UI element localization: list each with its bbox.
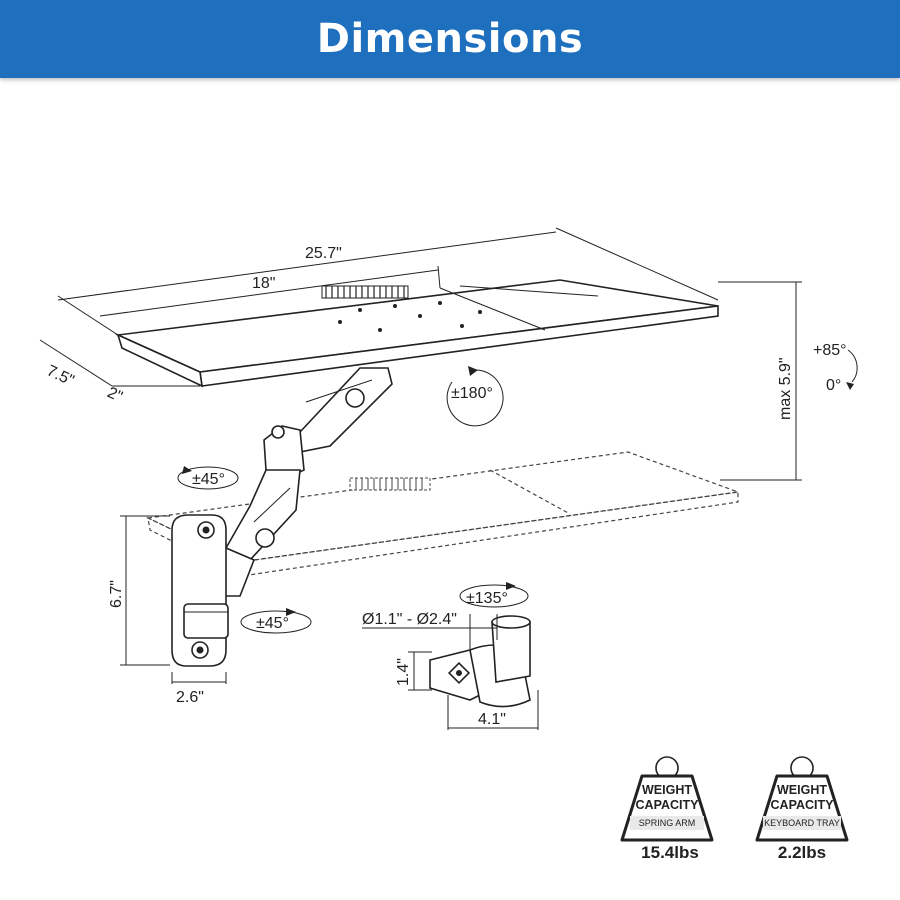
rotation-mid: ±45° xyxy=(177,466,239,490)
desk-clamp xyxy=(429,615,531,708)
weight-badge-spring-arm: WEIGHT CAPACITY SPRING ARM 15.4lbs xyxy=(620,756,714,862)
rotate-arrow-icon xyxy=(286,608,296,616)
tray-length-dimension: 25.7" xyxy=(57,227,719,336)
badge-title-line2: CAPACITY xyxy=(771,798,835,812)
rotation-clamp-label: ±135° xyxy=(466,590,508,607)
rotation-tray: ±180° xyxy=(446,366,504,427)
weight-badge-keyboard-tray: WEIGHT CAPACITY KEYBOARD TRAY 2.2lbs xyxy=(755,756,849,862)
tray-depth-label: 7.5" xyxy=(44,362,76,389)
clamp-diameter-dimension: Ø1.1" - Ø2.4" xyxy=(362,611,498,650)
clamp-width-label: 4.1" xyxy=(478,711,506,728)
page-title: Dimensions xyxy=(316,16,584,62)
tray-lip-label: 2" xyxy=(105,384,125,406)
rotate-arrow-icon xyxy=(182,466,192,474)
rotate-arrow-icon xyxy=(506,582,516,590)
clamp-height-label: 1.4" xyxy=(395,658,412,686)
badge-subtitle: KEYBOARD TRAY xyxy=(764,818,840,828)
keyboard-area-dimension: 18" xyxy=(99,265,441,317)
max-height-dimension: max 5.9" xyxy=(718,281,802,481)
clamp-diameter-label: Ø1.1" - Ø2.4" xyxy=(362,611,457,628)
clamp-height-dimension: 1.4" xyxy=(395,651,432,691)
wall-plate-width-dimension: 2.6" xyxy=(171,672,227,706)
wall-plate-height-dimension: 6.7" xyxy=(108,515,170,666)
clamp-width-dimension: 4.1" xyxy=(447,690,539,730)
tilt-indicator: +85° 0° xyxy=(813,342,858,394)
keyboard-tray-lowered xyxy=(145,451,739,578)
tray-length-label: 25.7" xyxy=(305,245,342,262)
tilt-up-label: +85° xyxy=(813,342,847,359)
rotation-mid-label: ±45° xyxy=(192,471,225,488)
badge-title-line2: CAPACITY xyxy=(636,798,700,812)
keyboard-area-label: 18" xyxy=(252,275,275,292)
rotation-tray-label: ±180° xyxy=(451,385,493,402)
keyboard-tray-raised xyxy=(115,279,719,388)
max-height-label: max 5.9" xyxy=(777,357,794,420)
wall-plate xyxy=(171,514,229,667)
rotation-base: ±45° xyxy=(240,608,312,634)
header-banner: Dimensions xyxy=(0,0,900,78)
rotation-clamp: ±135° xyxy=(459,582,529,608)
wall-plate-width-label: 2.6" xyxy=(176,689,204,706)
badge-subtitle: SPRING ARM xyxy=(639,818,696,828)
badge-title-line1: WEIGHT xyxy=(642,783,692,797)
tilt-zero-label: 0° xyxy=(826,377,841,394)
badge-value: 2.2lbs xyxy=(778,843,826,862)
arrow-down-icon xyxy=(846,382,854,390)
badge-title-line1: WEIGHT xyxy=(777,783,827,797)
badge-value: 15.4lbs xyxy=(641,843,699,862)
wall-plate-height-label: 6.7" xyxy=(108,580,125,608)
rotate-arrow-icon xyxy=(468,366,478,376)
rotation-base-label: ±45° xyxy=(256,615,289,632)
tray-spring-icon xyxy=(321,285,409,299)
